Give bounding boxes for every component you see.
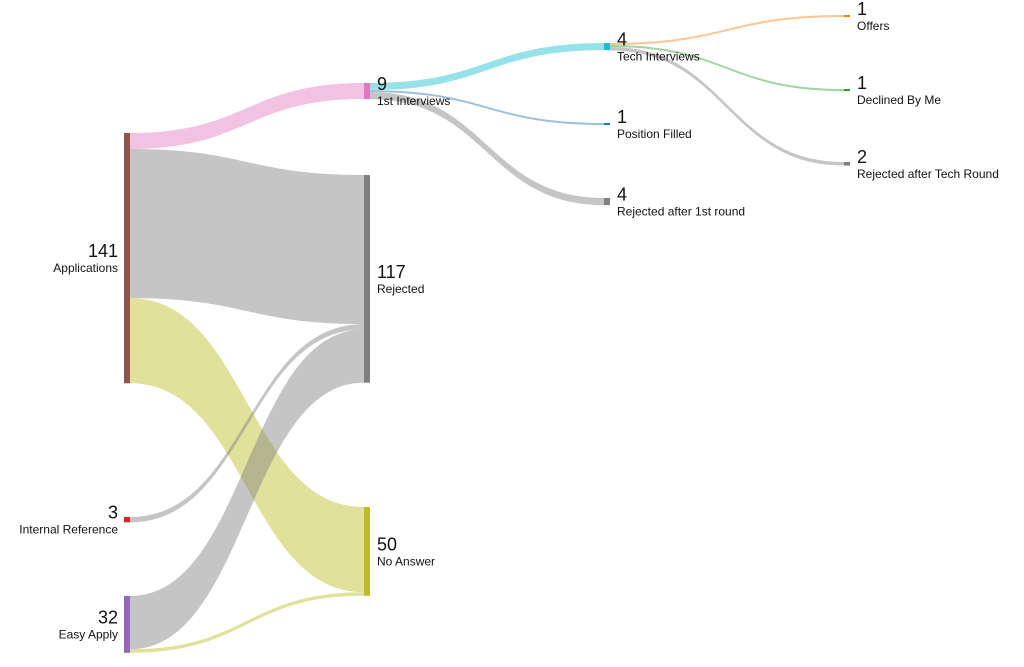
- node-applications: [124, 133, 130, 384]
- link-applications-to-no_answer: [130, 298, 364, 593]
- link-applications-to-rejected: [130, 148, 364, 325]
- node-label-rejected_after_tech_round: Rejected after Tech Round: [857, 167, 999, 181]
- node-label-easy_apply: Easy Apply: [59, 627, 118, 641]
- link-internal_reference-to-rejected: [130, 324, 364, 523]
- node-rejected_after_tech_round: [844, 162, 850, 166]
- node-label-rejected: Rejected: [377, 282, 424, 296]
- link-first_interviews-to-position_filled: [370, 90, 604, 125]
- sankey-links: [130, 15, 844, 653]
- node-rejected: [364, 175, 370, 383]
- node-value-applications: 141: [88, 241, 118, 261]
- node-position_filled: [604, 123, 610, 125]
- node-label-offers: Offers: [857, 19, 889, 33]
- node-value-easy_apply: 32: [98, 607, 118, 627]
- node-first_interviews: [364, 83, 370, 99]
- node-value-rejected: 117: [377, 262, 406, 282]
- node-label-no_answer: No Answer: [377, 554, 435, 568]
- sankey-nodes: [124, 15, 850, 653]
- link-applications-to-first_interviews: [130, 83, 364, 149]
- link-tech_interviews-to-rejected_after_tech_round: [610, 47, 844, 166]
- node-label-first_interviews: 1st Interviews: [377, 94, 450, 108]
- node-label-internal_reference: Internal Reference: [19, 523, 118, 537]
- link-first_interviews-to-tech_interviews: [370, 43, 604, 91]
- node-value-declined_by_me: 1: [857, 73, 867, 93]
- node-label-declined_by_me: Declined By Me: [857, 93, 941, 107]
- node-value-tech_interviews: 4: [617, 30, 627, 50]
- node-easy_apply: [124, 596, 130, 653]
- node-value-rejected_after_tech_round: 2: [857, 147, 867, 167]
- node-declined_by_me: [844, 89, 850, 91]
- node-no_answer: [364, 507, 370, 596]
- node-internal_reference: [124, 517, 130, 523]
- node-value-rejected_after_first_round: 4: [617, 185, 627, 205]
- link-easy_apply-to-no_answer: [130, 592, 364, 653]
- node-label-tech_interviews: Tech Interviews: [617, 50, 700, 64]
- link-tech_interviews-to-declined_by_me: [610, 45, 844, 91]
- node-label-rejected_after_first_round: Rejected after 1st round: [617, 205, 745, 219]
- node-value-internal_reference: 3: [108, 503, 118, 523]
- link-first_interviews-to-rejected_after_first_round: [370, 92, 604, 206]
- node-value-offers: 1: [857, 0, 867, 19]
- node-rejected_after_first_round: [604, 198, 610, 206]
- link-tech_interviews-to-offers: [610, 15, 844, 45]
- node-label-applications: Applications: [53, 261, 118, 275]
- node-value-position_filled: 1: [617, 107, 627, 127]
- node-value-no_answer: 50: [377, 534, 397, 554]
- link-easy_apply-to-rejected: [130, 329, 364, 650]
- node-label-position_filled: Position Filled: [617, 127, 692, 141]
- node-tech_interviews: [604, 43, 610, 51]
- node-offers: [844, 15, 850, 17]
- node-value-first_interviews: 9: [377, 74, 387, 94]
